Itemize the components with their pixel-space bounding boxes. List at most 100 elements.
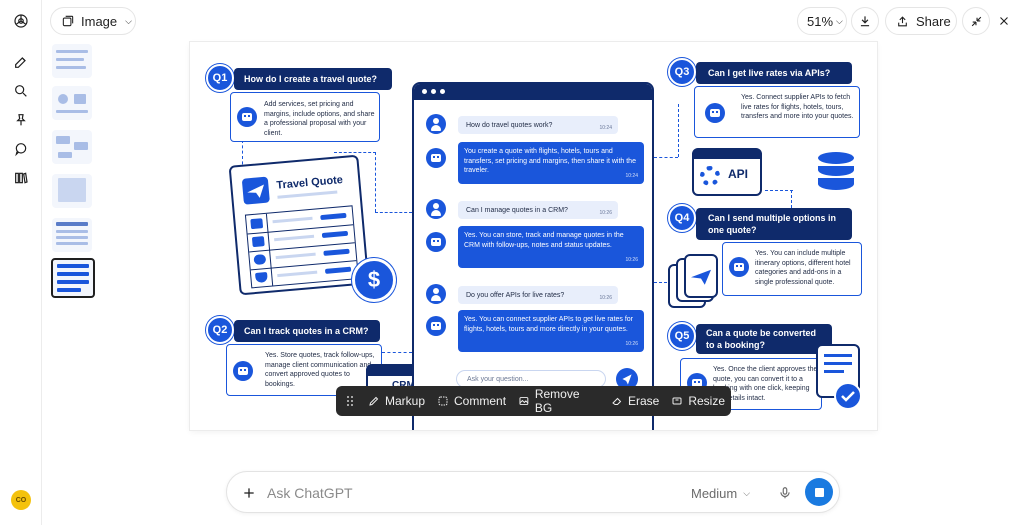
q2-answer: Yes. Store quotes, track follow-ups, man… — [265, 352, 375, 388]
share-label: Share — [916, 13, 951, 29]
chat-message-bot: You create a quote with flights, hotels,… — [458, 142, 644, 184]
travel-quote-card: Travel Quote — [228, 154, 370, 296]
avatar[interactable]: CO — [11, 490, 31, 510]
model-effort-dropdown[interactable]: Medium ⌵ — [691, 484, 750, 502]
zoom-level: 51% — [807, 13, 834, 29]
robot-icon — [426, 316, 446, 336]
thumbnail-4[interactable] — [52, 174, 92, 208]
microphone-button[interactable] — [775, 483, 795, 503]
remove-bg-label: Remove BG — [534, 387, 580, 415]
crm-label: CRM — [392, 380, 415, 391]
car-icon — [253, 254, 267, 266]
thumbnail-5[interactable] — [52, 218, 92, 252]
pin-icon[interactable] — [9, 108, 33, 132]
markup-button[interactable]: Markup — [362, 386, 431, 416]
connector-line — [382, 352, 412, 353]
hotel-icon — [251, 236, 265, 248]
q2-answer-box: Yes. Store quotes, track follow-ups, man… — [226, 344, 382, 396]
openai-logo-icon[interactable] — [9, 9, 33, 33]
chat-window-header — [414, 84, 652, 100]
chat-message-user: Do you offer APIs for live rates?10:26 — [458, 286, 618, 304]
q3-badge: Q3 — [668, 58, 696, 86]
image-mode-dropdown[interactable]: Image ⌵ — [50, 7, 136, 35]
api-card: API — [692, 148, 762, 196]
thumbnail-1[interactable] — [52, 44, 92, 78]
connector-line — [654, 157, 678, 158]
api-label: API — [728, 167, 749, 181]
chat-window: How do travel quotes work?10:24 You crea… — [412, 82, 654, 430]
erase-label: Erase — [627, 394, 660, 408]
q2-question: Can I track quotes in a CRM? — [234, 320, 380, 342]
collapse-icon — [971, 16, 981, 26]
stop-generation-button[interactable] — [805, 478, 833, 506]
chat-message-bot: Yes. You can store, track and manage quo… — [458, 226, 644, 268]
erase-button[interactable]: Erase — [605, 386, 665, 416]
robot-icon — [426, 232, 446, 252]
chevron-down-icon: ⌵ — [743, 487, 751, 498]
connector-line — [375, 152, 376, 212]
resize-button[interactable]: Resize — [665, 386, 731, 416]
image-mode-icon — [62, 15, 74, 27]
q2-badge: Q2 — [206, 316, 234, 344]
database-icon — [818, 152, 854, 192]
add-attachment-button[interactable] — [239, 483, 259, 503]
close-button[interactable] — [990, 7, 1018, 35]
new-chat-icon[interactable] — [9, 50, 33, 74]
stop-icon — [814, 487, 824, 497]
markup-icon — [369, 396, 379, 406]
chat-message-bot: Yes. You can connect supplier APIs to ge… — [458, 310, 644, 352]
travel-quote-title: Travel Quote — [275, 174, 344, 192]
q3-answer: Yes. Connect supplier APIs to fetch live… — [741, 94, 854, 120]
connector-line — [334, 152, 376, 153]
thumbnail-3[interactable] — [52, 130, 92, 164]
connector-line — [791, 190, 792, 208]
q4-answer: Yes. You can include multiple itinerary … — [755, 250, 851, 286]
share-icon — [898, 15, 907, 26]
connector-line — [678, 104, 679, 157]
image-icon — [519, 397, 529, 405]
remove-bg-button[interactable]: Remove BG — [512, 386, 605, 416]
chat-message-user: Can I manage quotes in a CRM?10:26 — [458, 201, 618, 219]
resize-icon — [672, 397, 682, 405]
share-button[interactable]: Share — [885, 7, 957, 35]
q4-badge: Q4 — [668, 204, 696, 232]
user-icon — [426, 199, 446, 219]
thumbnail-2[interactable] — [52, 86, 92, 120]
q5-badge: Q5 — [668, 322, 696, 350]
chat-bubble-icon[interactable] — [9, 137, 33, 161]
eraser-icon — [612, 397, 622, 405]
q3-answer-box: Yes. Connect supplier APIs to fetch live… — [694, 86, 860, 138]
connector-line — [765, 190, 793, 191]
user-icon — [426, 114, 446, 134]
thumbnail-6-selected[interactable] — [51, 258, 95, 298]
palm-tree-icon — [255, 271, 268, 283]
plane-icon — [241, 176, 270, 205]
chevron-down-icon: ⌵ — [125, 15, 132, 26]
zoom-dropdown[interactable]: 51% ⌵ — [797, 7, 847, 35]
drag-handle-icon[interactable] — [336, 386, 362, 416]
robot-icon — [426, 148, 446, 168]
q4-question: Can I send multiple options in one quote… — [696, 208, 852, 240]
connector-line — [242, 140, 243, 175]
collapse-button[interactable] — [962, 7, 990, 35]
quote-line-items — [244, 205, 359, 289]
chat-message-user: How do travel quotes work?10:24 — [458, 116, 618, 134]
flight-icon — [250, 218, 264, 230]
user-icon — [426, 284, 446, 304]
q1-answer: Add services, set pricing and margins, i… — [264, 101, 375, 137]
download-button[interactable] — [851, 7, 879, 35]
connector-line — [654, 282, 672, 283]
search-icon[interactable] — [9, 79, 33, 103]
q5-answer: Yes. Once the client approves the quote,… — [713, 366, 818, 402]
library-icon[interactable] — [9, 166, 33, 190]
plane-icon — [691, 269, 711, 285]
image-mode-label: Image — [81, 13, 118, 29]
connector-line — [375, 212, 412, 213]
image-canvas[interactable]: Q1 How do I create a travel quote? Add s… — [190, 42, 877, 430]
comment-button[interactable]: Comment — [431, 386, 512, 416]
resize-label: Resize — [688, 394, 725, 408]
robot-icon — [729, 257, 749, 277]
prompt-input[interactable] — [267, 483, 647, 503]
left-rail: CO — [0, 0, 42, 525]
